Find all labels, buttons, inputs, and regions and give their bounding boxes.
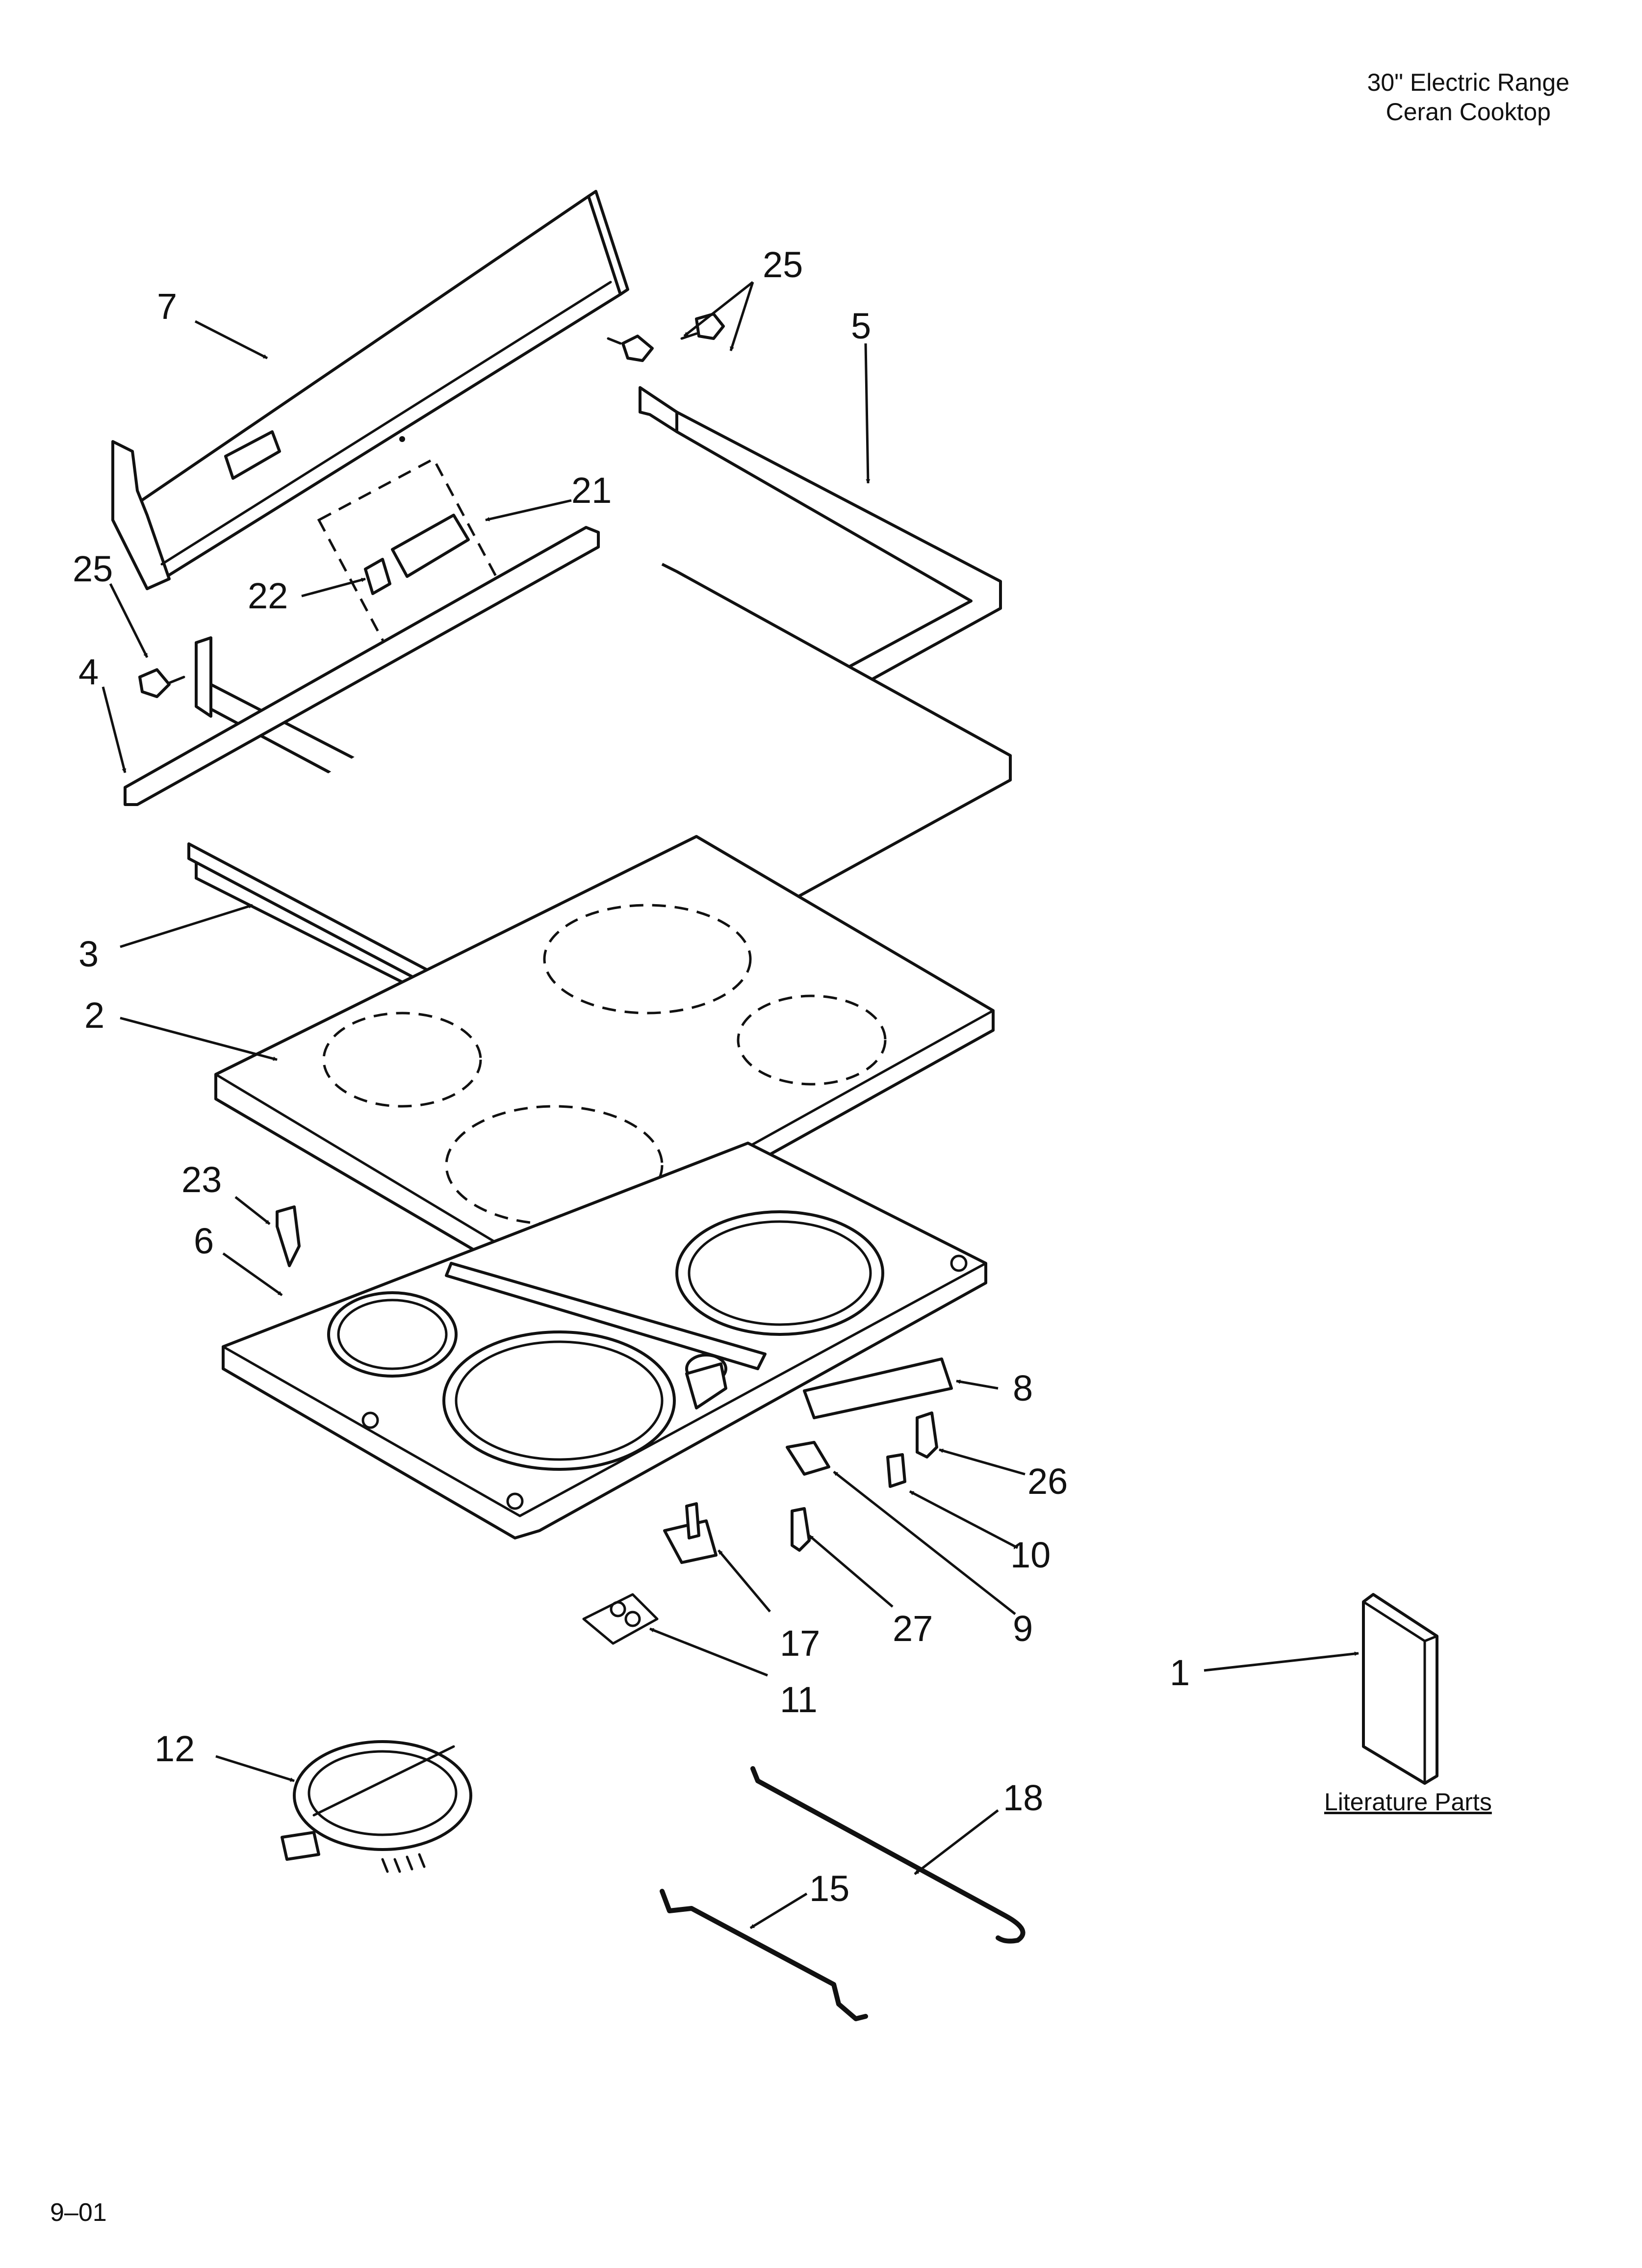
callout-2: 2 xyxy=(84,995,104,1036)
callout-11: 11 xyxy=(780,1679,818,1720)
callout-21: 21 xyxy=(571,470,612,511)
callout-9: 9 xyxy=(1013,1608,1033,1649)
callout-8: 8 xyxy=(1013,1368,1033,1408)
part-18-rod xyxy=(750,1766,1026,1944)
part-8-bracket xyxy=(803,1357,953,1419)
callout-25-left: 25 xyxy=(73,548,113,589)
part-15-rod xyxy=(660,1889,868,2021)
callout-12: 12 xyxy=(154,1728,195,1769)
callout-17: 17 xyxy=(780,1623,820,1664)
part-1-literature xyxy=(1362,1593,1438,1785)
literature-parts-label: Literature Parts xyxy=(1324,1788,1492,1816)
callout-26: 26 xyxy=(1027,1461,1068,1502)
callout-7: 7 xyxy=(157,286,177,327)
part-11-harness xyxy=(582,1593,659,1645)
callout-18: 18 xyxy=(1003,1777,1043,1818)
part-23-clip xyxy=(276,1205,301,1267)
part-21-22-indicator-bracket xyxy=(317,457,505,652)
part-12-radiant-element xyxy=(281,1740,472,1873)
callout-15: 15 xyxy=(809,1868,849,1909)
callout-labels: 7 25 5 21 22 25 4 3 2 23 6 8 26 10 9 27 … xyxy=(73,244,1190,1909)
callout-23: 23 xyxy=(181,1159,222,1200)
callout-3: 3 xyxy=(78,934,99,974)
callout-25-top: 25 xyxy=(763,244,803,285)
part-7-backguard xyxy=(111,190,629,590)
callout-10: 10 xyxy=(1010,1535,1051,1575)
page-code: 9–01 xyxy=(50,2198,107,2227)
part-25-screws-top xyxy=(607,313,725,362)
part-17-terminal xyxy=(663,1502,718,1564)
callout-5: 5 xyxy=(851,306,871,346)
part-5-trim-frame xyxy=(195,386,1012,1042)
part-4-trim-strip xyxy=(124,526,600,806)
part-fasteners-group xyxy=(786,1411,938,1552)
diagram-title-block: 30" Electric Range Ceran Cooktop xyxy=(1367,68,1569,127)
title-line-2: Ceran Cooktop xyxy=(1385,98,1551,126)
title-line-1: 30" Electric Range xyxy=(1367,69,1569,96)
callout-4: 4 xyxy=(78,652,99,692)
callout-6: 6 xyxy=(194,1221,214,1261)
callout-1: 1 xyxy=(1170,1652,1190,1693)
part-25-screw-left xyxy=(138,668,185,698)
callout-22: 22 xyxy=(248,575,288,616)
part-6-burner-box xyxy=(222,1142,987,1539)
leader-lines xyxy=(102,281,1359,1929)
callout-27: 27 xyxy=(893,1608,933,1649)
